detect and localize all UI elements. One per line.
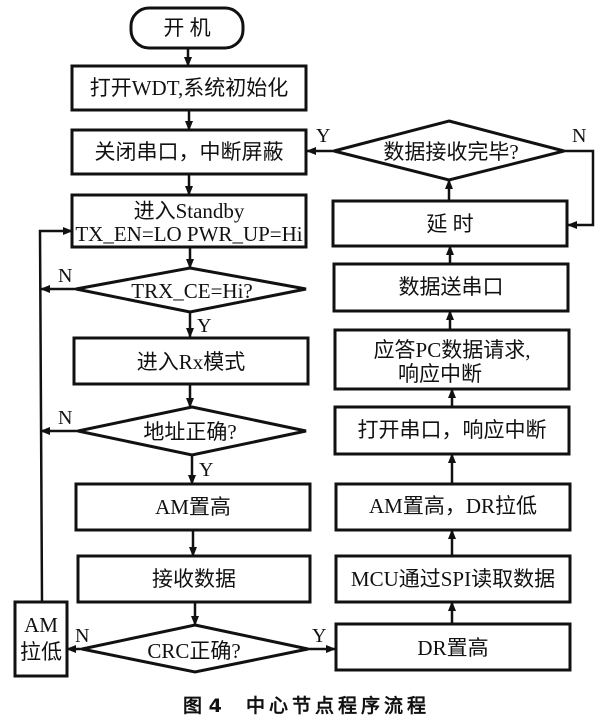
am-high-label: AM置高: [155, 495, 231, 519]
am-high-dr-low-node: AM置高，DR拉低: [334, 482, 572, 532]
arrow-no: [564, 149, 595, 229]
am-low-node: AM 拉低: [13, 600, 69, 678]
crc-no-label: N: [75, 625, 89, 647]
standby-label-line2: TX_EN=LO PWR_UP=Hi: [75, 222, 302, 246]
standby-label-line1: 进入Standby: [134, 199, 245, 223]
receive-done-yes-label: Y: [316, 125, 330, 147]
receive-done-label: 数据接收完毕?: [383, 140, 518, 164]
crc-yes-label: Y: [312, 625, 326, 647]
am-low-label-line1: AM: [24, 613, 58, 637]
open-serial-node: 打开串口，响应中断: [333, 405, 571, 456]
am-high-dr-low-label: AM置高，DR拉低: [369, 494, 537, 518]
receive-data-node: 接收数据: [76, 554, 312, 604]
trx-ce-label: TRX_CE=Hi?: [131, 279, 253, 303]
address-label: 地址正确?: [143, 420, 236, 444]
receive-done-no-label: N: [572, 125, 586, 147]
trx-ce-yes-label: Y: [197, 315, 211, 337]
dr-high-node: DR置高: [334, 622, 572, 672]
init-node: 打开WDT,系统初始化: [70, 64, 308, 112]
address-yes-label: Y: [199, 459, 213, 481]
respond-pc-label-line2: 响应中断: [398, 362, 482, 386]
trx-ce-decision: TRX_CE=Hi?: [75, 266, 307, 314]
start-label: 开 机: [163, 16, 210, 40]
am-low-label-line2: 拉低: [20, 640, 62, 664]
loop-back-arrow: [38, 227, 73, 603]
send-serial-label: 数据送串口: [399, 275, 504, 299]
trx-ce-no-label: N: [58, 265, 72, 287]
rx-mode-label: 进入Rx模式: [137, 350, 246, 374]
figure-title: 中心节点程序流程: [246, 694, 430, 717]
figure-number: 图 4: [183, 695, 222, 717]
address-decision: 地址正确?: [77, 405, 307, 457]
respond-pc-node: 应答PC数据请求, 响应中断: [333, 328, 571, 391]
mcu-spi-read-node: MCU通过SPI读取数据: [334, 554, 572, 604]
rx-mode-node: 进入Rx模式: [72, 336, 310, 386]
crc-decision: CRC正确?: [81, 623, 309, 674]
address-no-label: N: [58, 407, 72, 429]
mcu-spi-read-label: MCU通过SPI读取数据: [351, 567, 555, 591]
receive-done-decision: 数据接收完毕?: [333, 119, 565, 182]
init-label: 打开WDT,系统初始化: [90, 76, 289, 100]
crc-label: CRC正确?: [147, 639, 240, 663]
close-serial-label: 关闭串口，中断屏蔽: [95, 140, 284, 164]
start-node: 开 机: [129, 6, 245, 50]
close-serial-node: 关闭串口，中断屏蔽: [70, 128, 308, 176]
delay-node: 延 时: [331, 199, 569, 248]
am-high-node: AM置高: [74, 482, 312, 532]
respond-pc-label-line1: 应答PC数据请求,: [374, 338, 531, 362]
standby-node: 进入Standby TX_EN=LO PWR_UP=Hi: [70, 193, 308, 249]
send-serial-node: 数据送串口: [332, 262, 570, 313]
delay-label: 延 时: [426, 212, 473, 236]
receive-data-label: 接收数据: [152, 567, 236, 591]
open-serial-label: 打开串口，响应中断: [358, 418, 547, 442]
dr-high-label: DR置高: [417, 636, 488, 660]
